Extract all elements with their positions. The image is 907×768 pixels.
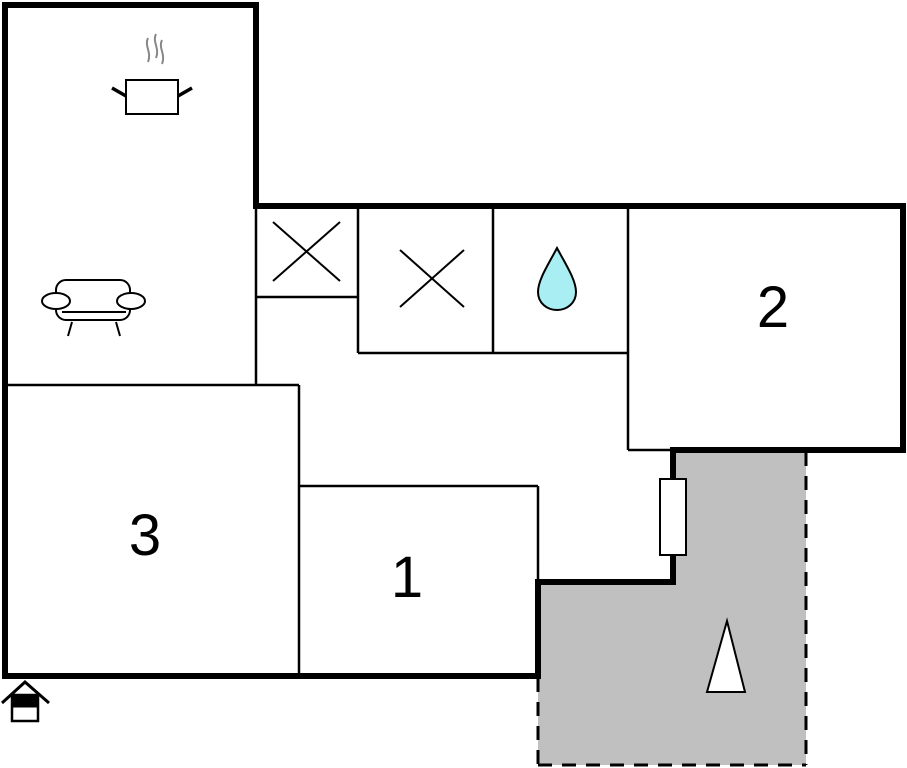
kitchen-pot-icon [111,33,193,115]
sofa-icon [41,279,146,337]
entrance-icon [0,679,50,723]
outer-wall [2,2,906,679]
door-icon [659,478,687,556]
inner-walls [5,206,673,676]
room-1-label: 1 [391,545,423,610]
terrace-dashed-edge [536,452,808,767]
toilet-x-icon [272,221,341,282]
water-drop-icon [536,245,578,312]
terrace-triangle-icon [705,617,747,693]
room-2-label: 2 [757,275,789,340]
toilet-x-icon [399,249,465,308]
room-3-label: 3 [129,503,161,568]
